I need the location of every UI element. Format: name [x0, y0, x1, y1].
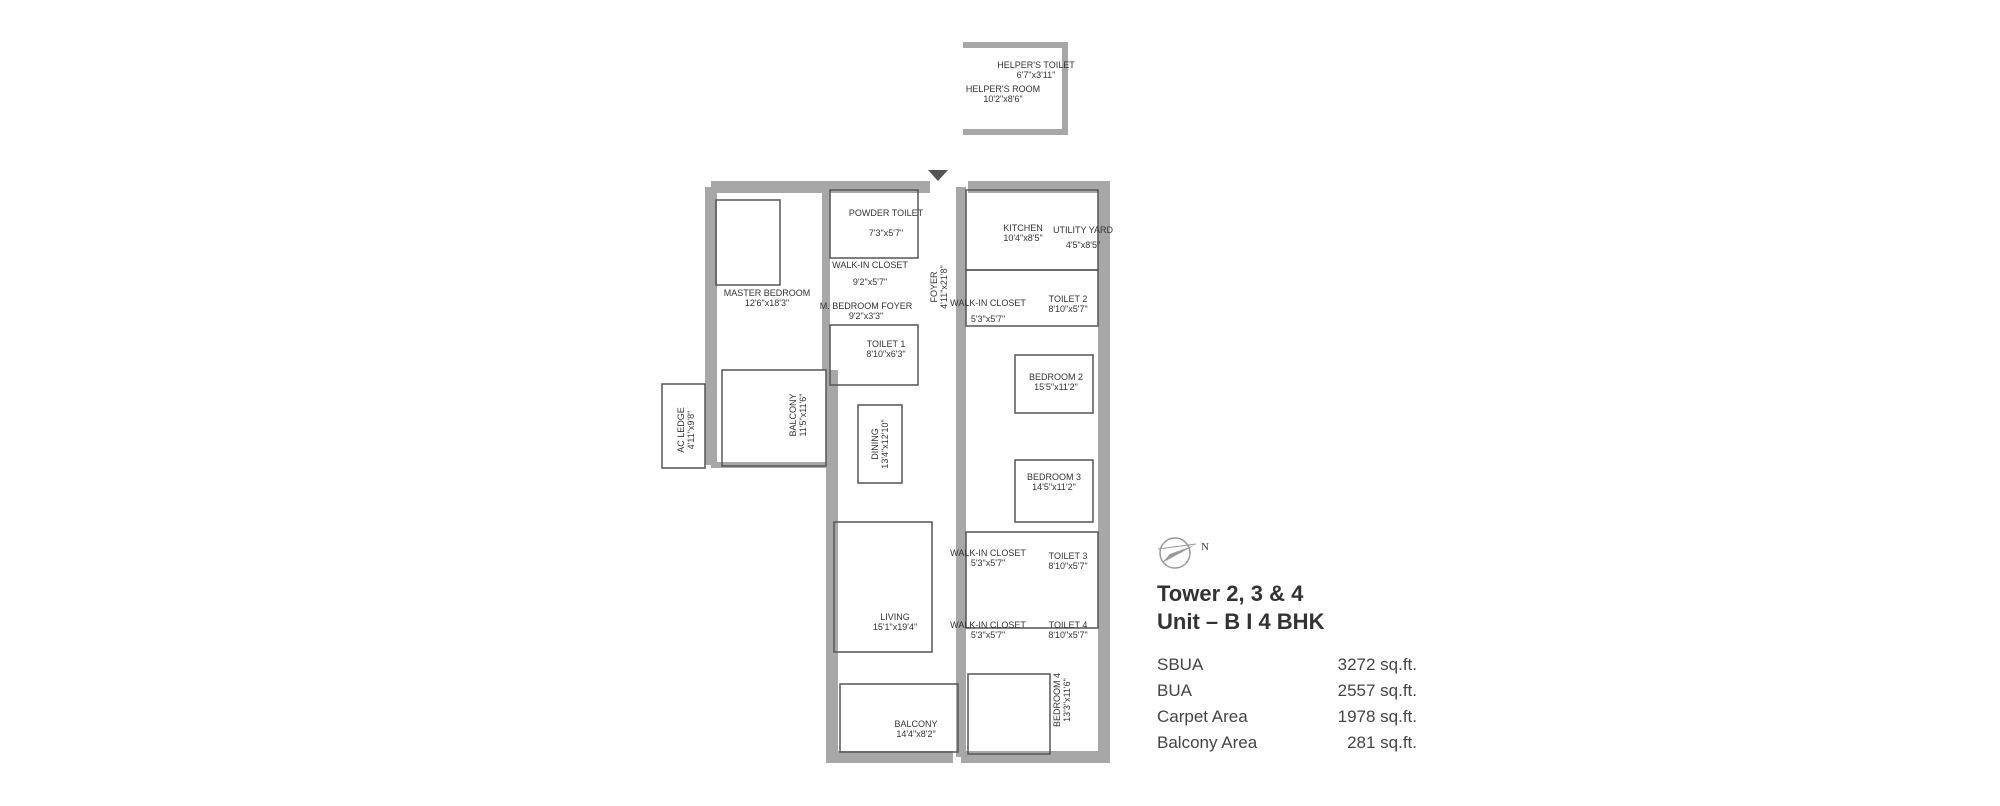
svg-text:4'11"x21'8": 4'11"x21'8" — [939, 265, 949, 309]
area-label: BUA — [1157, 681, 1192, 700]
svg-text:BEDROOM 4: BEDROOM 4 — [1052, 673, 1062, 727]
svg-text:WALK-IN CLOSET: WALK-IN CLOSET — [950, 620, 1026, 630]
area-value: 3272 sq.ft. — [1337, 655, 1417, 674]
svg-text:WALK-IN CLOSET: WALK-IN CLOSET — [950, 298, 1026, 308]
svg-text:HELPER'S TOILET: HELPER'S TOILET — [997, 60, 1075, 70]
svg-text:9'2"x3'3": 9'2"x3'3" — [849, 311, 883, 321]
svg-text:FOYER: FOYER — [929, 271, 939, 303]
svg-text:TOILET 3: TOILET 3 — [1049, 551, 1088, 561]
svg-text:WALK-IN CLOSET: WALK-IN CLOSET — [950, 548, 1026, 558]
svg-text:7'3"x5'7": 7'3"x5'7" — [869, 228, 903, 238]
svg-text:15'1"x19'4": 15'1"x19'4" — [873, 622, 917, 632]
svg-text:BEDROOM 3: BEDROOM 3 — [1027, 472, 1081, 482]
svg-text:TOILET 2: TOILET 2 — [1049, 294, 1088, 304]
svg-text:5'3"x5'7": 5'3"x5'7" — [971, 630, 1005, 640]
svg-text:8'10"x5'7": 8'10"x5'7" — [1048, 630, 1087, 640]
svg-text:4'11"x9'8": 4'11"x9'8" — [686, 411, 696, 450]
svg-text:AC LEDGE: AC LEDGE — [676, 407, 686, 453]
svg-text:M. BEDROOM FOYER: M. BEDROOM FOYER — [820, 301, 913, 311]
walls — [705, 42, 1110, 763]
svg-text:TOILET 4: TOILET 4 — [1049, 620, 1088, 630]
svg-text:BALCONY: BALCONY — [894, 719, 937, 729]
area-value: 281 sq.ft. — [1347, 733, 1417, 752]
svg-text:KITCHEN: KITCHEN — [1003, 223, 1043, 233]
svg-text:5'3"x5'7": 5'3"x5'7" — [971, 558, 1005, 568]
svg-text:11'5"x11'6": 11'5"x11'6" — [798, 393, 808, 436]
unit-title: Unit – B I 4 BHK — [1157, 609, 1325, 634]
svg-text:10'4"x8'5": 10'4"x8'5" — [1003, 233, 1042, 243]
svg-text:15'5"x11'2": 15'5"x11'2" — [1034, 382, 1078, 392]
svg-text:10'2"x8'6": 10'2"x8'6" — [983, 94, 1022, 104]
area-row: Carpet Area 1978 sq.ft. — [1157, 704, 1417, 730]
svg-text:13'3"x11'6": 13'3"x11'6" — [1062, 678, 1072, 722]
svg-text:6'7"x3'11": 6'7"x3'11" — [1017, 70, 1056, 80]
unit-info: Tower 2, 3 & 4 Unit – B I 4 BHK SBUA 3272… — [1157, 580, 1417, 756]
svg-text:12'6"x18'3": 12'6"x18'3" — [745, 298, 789, 308]
svg-text:14'5"x11'2": 14'5"x11'2" — [1032, 482, 1076, 492]
svg-text:HELPER'S ROOM: HELPER'S ROOM — [966, 84, 1040, 94]
svg-text:WALK-IN CLOSET: WALK-IN CLOSET — [832, 260, 908, 270]
entrance-arrow-icon — [928, 170, 948, 181]
area-label: SBUA — [1157, 655, 1204, 674]
svg-text:4'5"x8'5": 4'5"x8'5" — [1066, 240, 1100, 250]
svg-text:14'4"x8'2": 14'4"x8'2" — [896, 729, 935, 739]
tower-title: Tower 2, 3 & 4 — [1157, 581, 1304, 606]
area-row: SBUA 3272 sq.ft. — [1157, 652, 1417, 678]
svg-text:BEDROOM 2: BEDROOM 2 — [1029, 372, 1083, 382]
area-value: 1978 sq.ft. — [1337, 707, 1417, 726]
area-table: SBUA 3272 sq.ft. BUA 2557 sq.ft. Carpet Ar… — [1157, 652, 1417, 756]
svg-text:BALCONY: BALCONY — [788, 393, 798, 436]
area-label: Balcony Area — [1157, 733, 1258, 752]
compass-icon: N — [1157, 537, 1209, 569]
area-value: 2557 sq.ft. — [1337, 681, 1417, 700]
area-row: BUA 2557 sq.ft. — [1157, 678, 1417, 704]
svg-text:13'4"x12'10": 13'4"x12'10" — [880, 419, 890, 468]
area-row: Balcony Area 281 sq.ft. — [1157, 730, 1417, 756]
svg-text:N: N — [1201, 541, 1209, 553]
svg-text:POWDER TOILET: POWDER TOILET — [849, 208, 924, 218]
svg-text:8'10"x5'7": 8'10"x5'7" — [1048, 304, 1087, 314]
svg-text:UTILITY YARD: UTILITY YARD — [1053, 225, 1114, 235]
interior-lines — [661, 189, 1099, 755]
svg-text:DINING: DINING — [870, 428, 880, 460]
svg-text:TOILET 1: TOILET 1 — [867, 339, 906, 349]
svg-text:8'10"x6'3": 8'10"x6'3" — [866, 349, 905, 359]
area-label: Carpet Area — [1157, 707, 1248, 726]
svg-text:9'2"x5'7": 9'2"x5'7" — [853, 277, 887, 287]
svg-text:8'10"x5'7": 8'10"x5'7" — [1048, 561, 1087, 571]
svg-text:MASTER BEDROOM: MASTER BEDROOM — [724, 288, 811, 298]
svg-text:5'3"x5'7": 5'3"x5'7" — [971, 314, 1005, 324]
svg-text:LIVING: LIVING — [880, 612, 910, 622]
